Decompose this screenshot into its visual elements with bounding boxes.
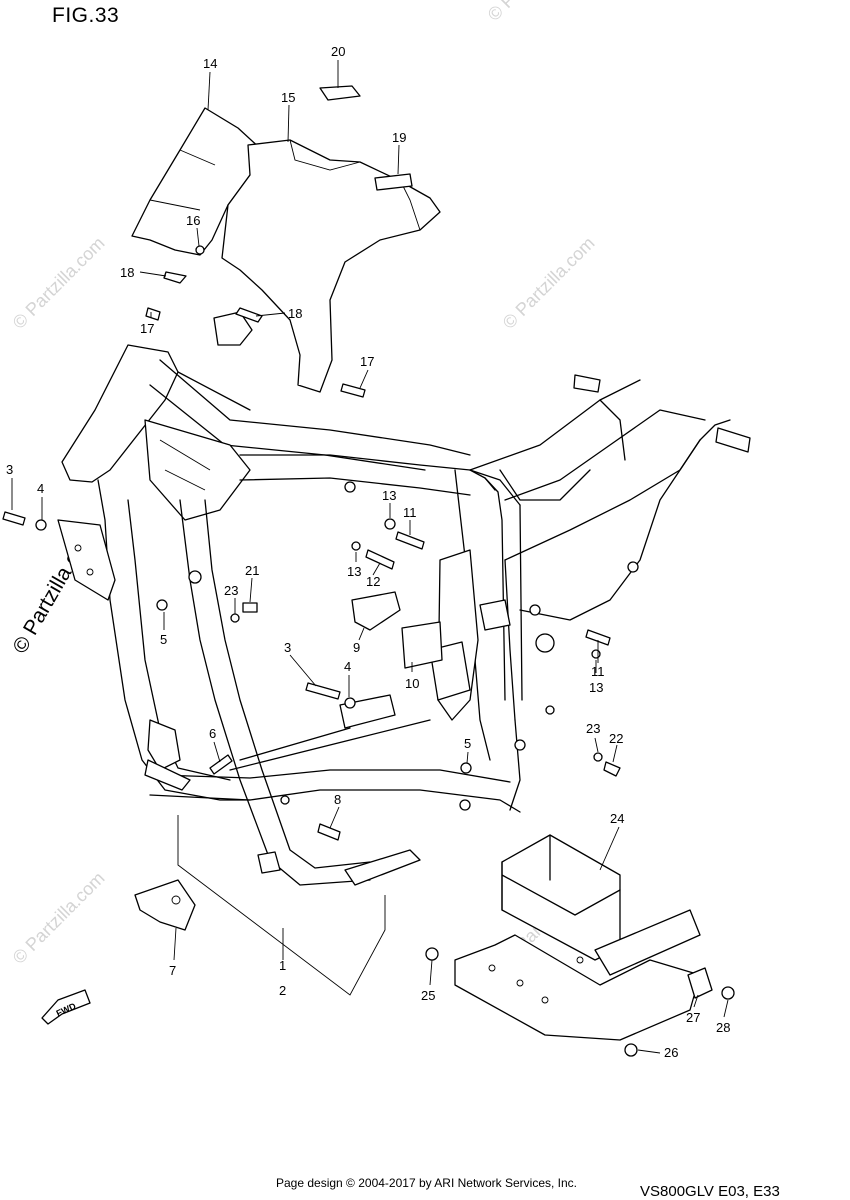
callout-21: 21 — [245, 563, 259, 578]
callouts: 14 15 20 19 16 18 17 18 17 3 4 5 13 11 1… — [6, 44, 730, 1060]
callout-11b: 11 — [591, 664, 605, 679]
emblem-19 — [374, 173, 413, 191]
callout-2: 2 — [279, 983, 286, 998]
bolts-nuts — [2, 245, 621, 841]
callout-13a: 13 — [382, 488, 396, 503]
watermark: © Partzilla.com — [9, 868, 109, 968]
callout-5b: 5 — [464, 736, 471, 751]
callout-25: 25 — [421, 988, 435, 1003]
main-frame — [61, 344, 751, 886]
engine-mount-bracket-9 — [351, 591, 401, 631]
engine-mount-bracket-10 — [401, 621, 443, 669]
callout-3b: 3 — [284, 640, 291, 655]
callout-15: 15 — [281, 90, 295, 105]
frame-grip-left — [57, 519, 116, 601]
callout-14: 14 — [203, 56, 217, 71]
watermark: © Partzilla.com — [484, 0, 584, 25]
model-code: VS800GLV E03, E33 — [640, 1183, 780, 1200]
callout-23a: 23 — [224, 583, 238, 598]
callout-28: 28 — [716, 1020, 730, 1035]
callout-17b: 17 — [360, 354, 374, 369]
callout-4a: 4 — [37, 481, 44, 496]
callout-3a: 3 — [6, 462, 13, 477]
emblem-20 — [319, 85, 361, 101]
callout-22: 22 — [609, 731, 623, 746]
callout-16: 16 — [186, 213, 200, 228]
callout-8: 8 — [334, 792, 341, 807]
callout-18b: 18 — [288, 306, 302, 321]
callout-7: 7 — [169, 963, 176, 978]
callout-11a: 11 — [403, 505, 417, 520]
callout-18a: 18 — [120, 265, 134, 280]
leader-lines — [11, 60, 729, 1054]
callout-13c: 13 — [589, 680, 603, 695]
callout-1: 1 — [279, 958, 286, 973]
callout-20: 20 — [331, 44, 345, 59]
page-footer: Page design © 2004-2017 by ARI Network S… — [276, 1176, 578, 1190]
battery-case-24 — [454, 834, 701, 1041]
footrest-bracket-7 — [134, 879, 196, 931]
callout-23b: 23 — [586, 721, 600, 736]
callout-26: 26 — [664, 1045, 678, 1060]
callout-19: 19 — [392, 130, 406, 145]
callout-17a: 17 — [140, 321, 154, 336]
callout-24: 24 — [610, 811, 624, 826]
callout-6: 6 — [209, 726, 216, 741]
figure-label: FIG.33 — [52, 4, 120, 27]
callout-9: 9 — [353, 640, 360, 655]
cover-bracket — [213, 311, 253, 346]
damper-27-28 — [687, 967, 735, 1000]
callout-4b: 4 — [344, 659, 351, 674]
watermarks: © Partzilla.com © Partzilla.com © Partzi… — [8, 0, 598, 968]
watermark: © Partzilla.com — [499, 233, 599, 333]
callout-13b: 13 — [347, 564, 361, 579]
fwd-arrow-icon: FWD — [41, 989, 91, 1025]
watermark: © Partzilla.com — [9, 233, 109, 333]
callout-10: 10 — [405, 676, 419, 691]
callout-12: 12 — [366, 574, 380, 589]
frame-outline-box — [177, 815, 386, 996]
callout-5a: 5 — [160, 632, 167, 647]
callout-27: 27 — [686, 1010, 700, 1025]
